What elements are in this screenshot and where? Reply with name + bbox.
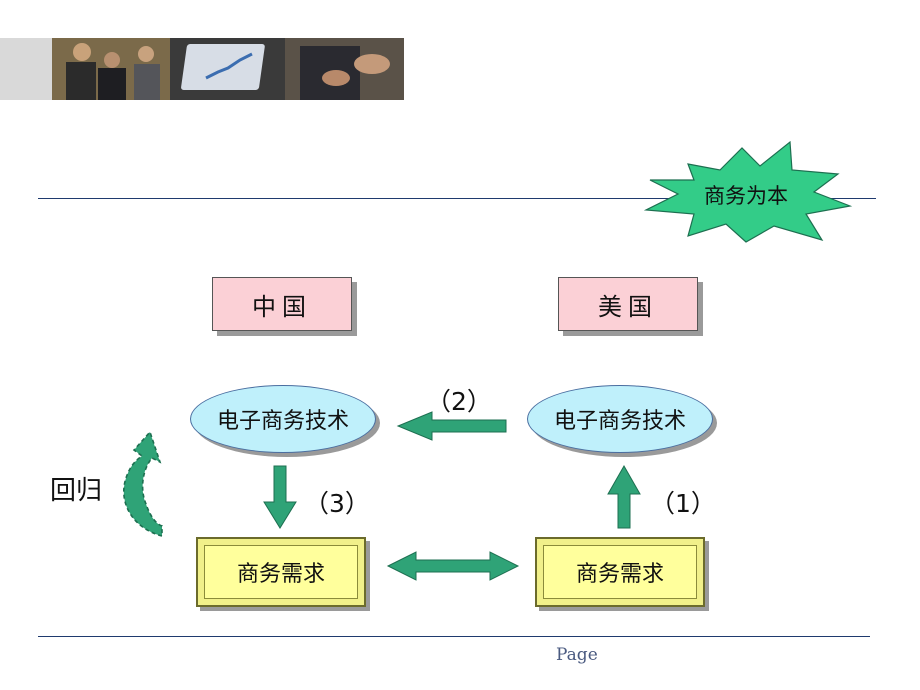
- return-label: 回归: [50, 476, 103, 506]
- demand-box-right: 商务需求: [535, 537, 705, 607]
- tech-oval-right: 电子商务技术: [527, 385, 713, 453]
- step-label-1: （1）: [650, 489, 716, 518]
- curved-return-arrow: [122, 430, 163, 538]
- country-label-china: 中国: [252, 292, 312, 321]
- arrow-left-tech-transfer: [396, 411, 507, 441]
- starburst-shape: [643, 140, 853, 243]
- step-label-2: （2）: [426, 387, 492, 416]
- page-label: Page: [556, 645, 598, 665]
- business-photo-strip: [0, 38, 404, 100]
- demand-label-left: 商务需求: [236, 562, 325, 587]
- country-box-china: 中国: [212, 277, 352, 331]
- step-label-3: （3）: [304, 489, 370, 518]
- starburst-badge: 商务为本: [643, 140, 853, 243]
- country-label-usa: 美国: [598, 292, 658, 321]
- tech-label-right: 电子商务技术: [553, 409, 686, 434]
- double-arrow-demand: [386, 551, 520, 581]
- top-divider: [38, 198, 876, 199]
- tech-oval-left: 电子商务技术: [190, 385, 376, 453]
- bottom-divider: [38, 636, 870, 637]
- tech-label-left: 电子商务技术: [216, 409, 349, 434]
- demand-label-right: 商务需求: [575, 562, 664, 587]
- header-photo-banner: [0, 38, 404, 100]
- demand-box-left: 商务需求: [196, 537, 366, 607]
- badge-label: 商务为本: [704, 184, 788, 208]
- arrow-up-right-demand: [607, 464, 641, 529]
- country-box-usa: 美国: [558, 277, 698, 331]
- arrow-down-left-tech: [263, 465, 297, 529]
